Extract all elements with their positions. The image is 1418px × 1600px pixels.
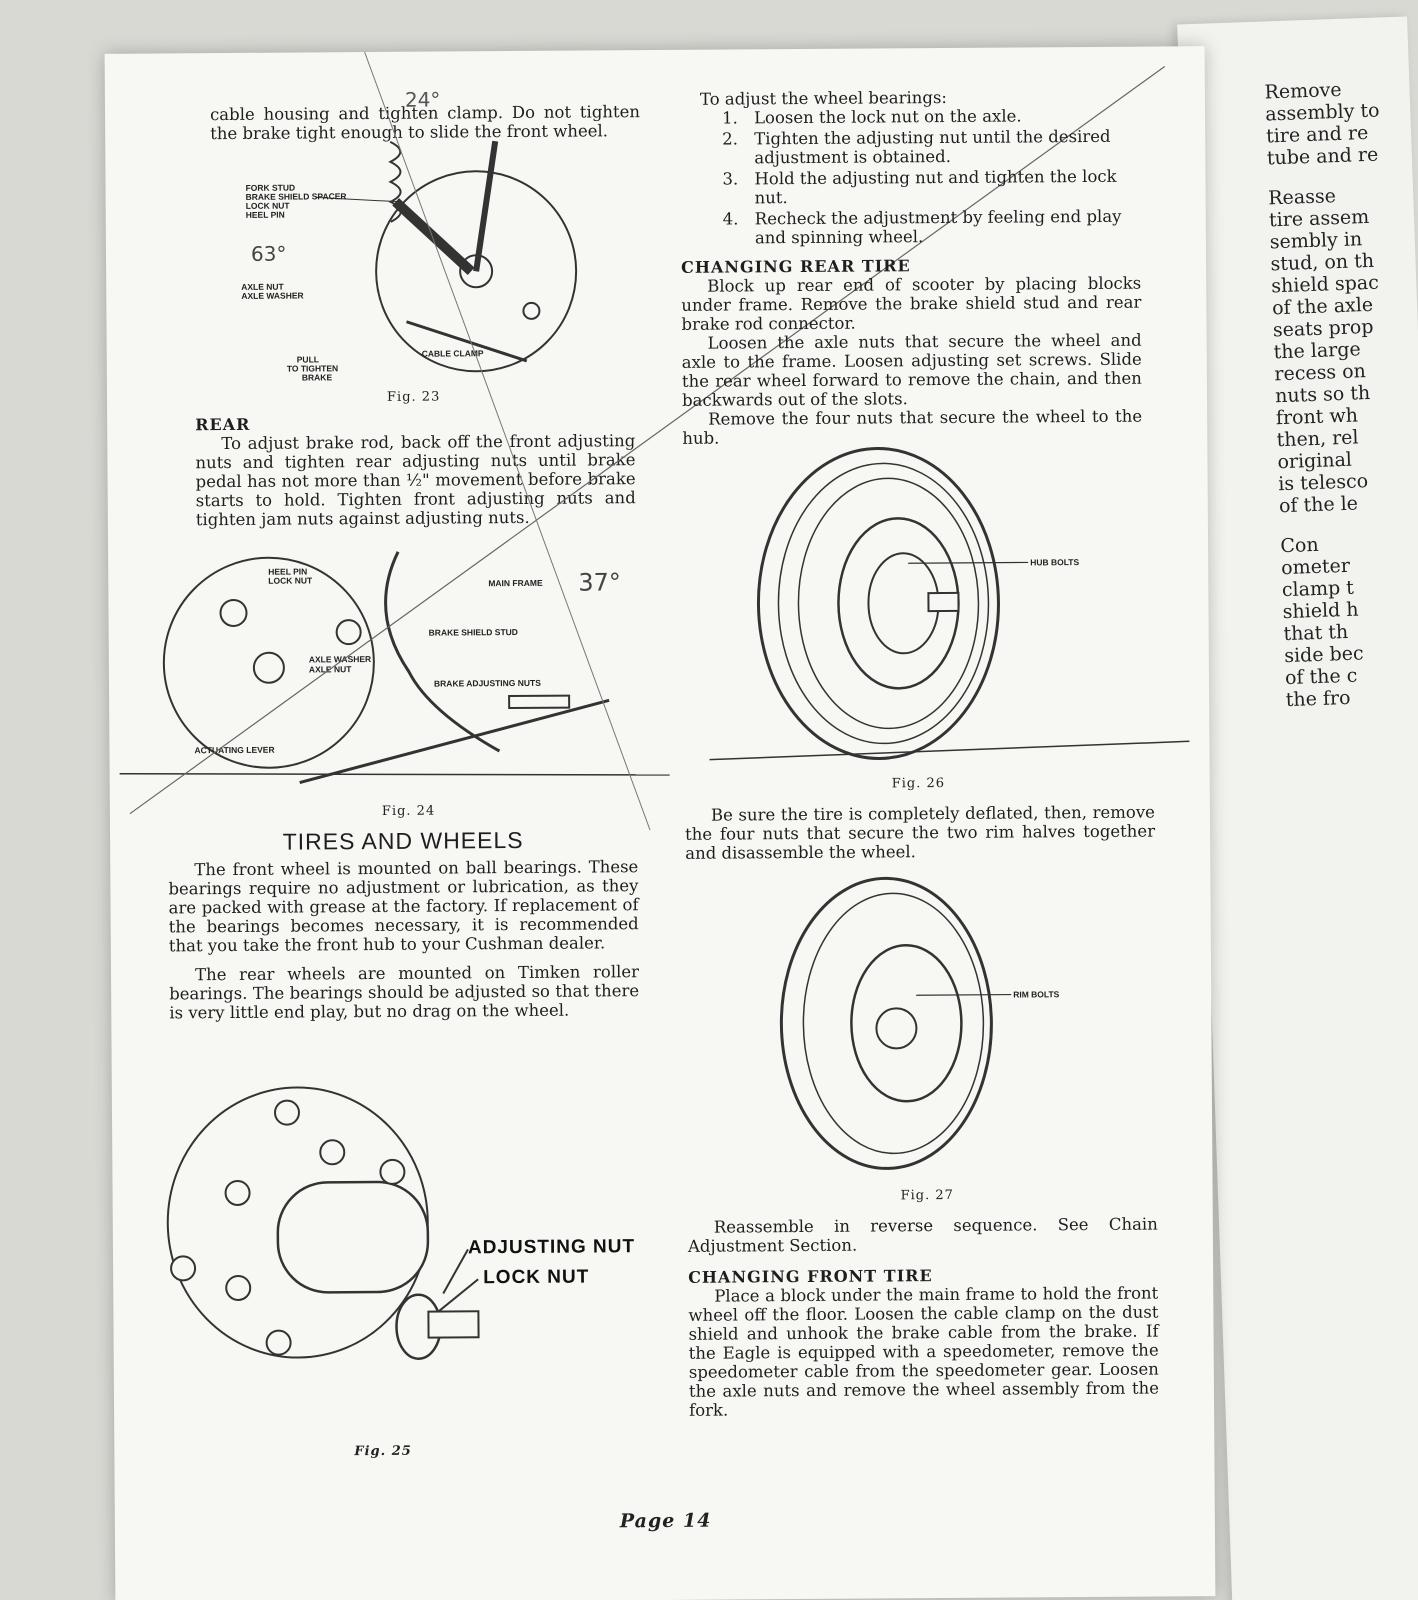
fig24-heel-pin <box>219 598 248 627</box>
handwritten-top-angle: 24° <box>405 88 441 112</box>
fig25-stud <box>427 1310 480 1339</box>
bearing-step-text: Tighten the adjusting nut until the desi… <box>754 126 1111 168</box>
fig24-drawing: HEEL PIN LOCK NUT MAIN FRAME BRAKE SHIEL… <box>119 551 670 784</box>
handwritten-overlay: 24° <box>129 51 1166 831</box>
fig24-label: MAIN FRAME <box>488 578 543 588</box>
bearing-step-text: Recheck the adjustment by feeling end pl… <box>754 206 1122 248</box>
rear-tire-section: CHANGING REAR TIRE Block up rear end of … <box>681 255 1142 448</box>
reassemble-text: Reassemble in reverse sequence. See Chai… <box>687 1214 1158 1256</box>
fig26-caption: Fig. 26 <box>891 776 946 792</box>
fig25-axle <box>276 1180 430 1294</box>
tires-para1: The front wheel is mounted on ball beari… <box>168 857 639 956</box>
tires-para2: The rear wheels are mounted on Timken ro… <box>169 962 640 1023</box>
bearing-step: 4. Recheck the adjustment by feeling end … <box>723 207 1141 248</box>
fig23-label: FORK STUD <box>246 183 296 193</box>
fig27-tire <box>779 876 993 1170</box>
bearing-steps-list: 1. Loosen the lock nut on the axle. 2. Tigh… <box>722 106 1141 248</box>
fig23-cable <box>406 320 528 363</box>
fig26-tire <box>756 446 1000 760</box>
fig24-axle-nut <box>252 651 285 684</box>
bearing-step: 2. Tighten the adjusting nut until the de… <box>722 127 1140 168</box>
fig24-main-frame <box>384 551 501 753</box>
next-page-line: the fro <box>1285 686 1351 712</box>
bearing-step-text: Loosen the lock nut on the axle. <box>753 106 1022 128</box>
fig23-brake-drum <box>375 170 578 373</box>
fig24-brake-drum <box>162 556 375 769</box>
fig27-center-hole <box>875 1007 918 1050</box>
fig27-drawing: RIM BOLTS <box>779 876 1060 1170</box>
fig25-bolt <box>170 1255 197 1282</box>
fig24-label: BRAKE SHIELD STUD <box>429 627 518 638</box>
fig23-drawing: FORK STUD BRAKE SHIELD SPACER LOCK NUT H… <box>241 140 578 382</box>
fig23-label: HEEL PIN <box>246 210 285 220</box>
fig25-bolt <box>273 1099 300 1126</box>
fig25-bolt <box>379 1158 406 1185</box>
bearing-step: 1. Loosen the lock nut on the axle. <box>721 106 1140 128</box>
fig23-label: CABLE CLAMP <box>422 348 484 358</box>
front-tire-body: Place a block under the main frame to ho… <box>688 1283 1160 1420</box>
fig26-axle <box>927 591 960 613</box>
fig27-label-rim-bolts: RIM BOLTS <box>1013 989 1060 999</box>
fig27-rim <box>850 944 963 1103</box>
fig24-label: AXLE WASHER <box>309 654 371 664</box>
bearing-step-text: Hold the adjusting nut and tighten the l… <box>754 166 1117 208</box>
fig26-drawing: HUB BOLTS <box>709 446 1190 761</box>
fig25-label-adjusting-nut: ADJUSTING NUT <box>468 1236 635 1258</box>
fig23-cable-clamp <box>522 301 541 320</box>
fig23-handwritten-angle: 63° <box>251 242 287 266</box>
fig24-label: ACTUATING LEVER <box>194 745 274 756</box>
fig25-caption: Fig. 25 <box>354 1443 412 1460</box>
fig23-label: AXLE WASHER <box>241 290 303 300</box>
fig23-label: BRAKE <box>302 372 333 382</box>
tires-heading: TIRES AND WHEELS <box>282 826 524 855</box>
tires-section: TIRES AND WHEELS The front wheel is moun… <box>168 826 640 1023</box>
fig23-label: TO TIGHTEN <box>287 363 338 373</box>
deflate-text: Be sure the tire is completely deflated,… <box>684 802 1156 863</box>
fig24-handwritten-angle: 37° <box>578 568 621 596</box>
rear-tire-para1: Block up rear end of scooter by placing … <box>681 273 1142 334</box>
fig24-label: LOCK NUT <box>268 575 313 585</box>
bearing-step-number: 1. <box>721 108 738 128</box>
rear-tire-para2: Loosen the axle nuts that secure the whe… <box>681 330 1142 410</box>
bearing-steps: To adjust the wheel bearings: 1.Loosen t… <box>700 87 1141 250</box>
bearing-step-number: 3. <box>722 169 739 189</box>
fig26-label-hub-bolts: HUB BOLTS <box>1030 557 1079 567</box>
page-number: Page 14 <box>619 1509 712 1533</box>
fig25-bolt <box>224 1179 251 1206</box>
fig23-link <box>392 198 475 275</box>
fig23-bar <box>315 196 401 203</box>
fig25-bolt <box>265 1329 292 1356</box>
fig24-label: HEEL PIN <box>268 566 307 576</box>
bearing-step-number: 2. <box>722 129 739 149</box>
fig23-label: LOCK NUT <box>246 201 291 211</box>
fig23-label: BRAKE SHIELD SPACER <box>246 191 347 202</box>
fig24-shield-stud <box>335 619 362 646</box>
fig23-fork <box>473 140 499 272</box>
front-tire-section: CHANGING FRONT TIRE Place a block under … <box>688 1265 1159 1420</box>
bearing-step: 3. Hold the adjusting nut and tighten the… <box>722 167 1140 208</box>
fig24-adjusting-nuts <box>508 694 571 710</box>
fig24-label: BRAKE ADJUSTING NUTS <box>434 678 541 689</box>
fig24-brake-rod <box>299 698 610 784</box>
fig24-ground <box>119 773 670 776</box>
fig25-label-lock-nut: LOCK NUT <box>483 1267 589 1289</box>
fig23-label: PULL <box>297 354 319 364</box>
manual-page: cable housing and tighten clamp. Do not … <box>104 46 1216 1600</box>
bearing-step-number: 4. <box>722 209 739 229</box>
fig25-drawing: ADJUSTING NUT LOCK NUT <box>166 1086 635 1360</box>
fig26-ground <box>709 740 1190 761</box>
fig23-label: AXLE NUT <box>241 282 284 292</box>
fig25-bolt <box>319 1139 346 1166</box>
fig25-bolt <box>225 1274 252 1301</box>
fig27-caption: Fig. 27 <box>900 1187 954 1204</box>
